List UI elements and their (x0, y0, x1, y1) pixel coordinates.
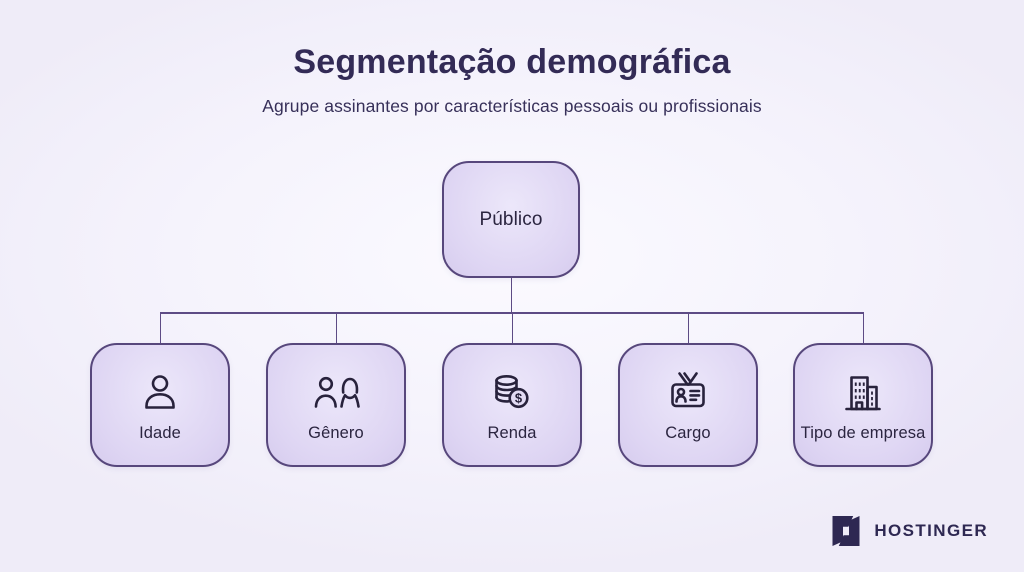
page-subtitle: Agrupe assinantes por características pe… (262, 96, 762, 117)
node-cargo: Cargo (618, 343, 758, 467)
coins-dollar-icon: $ (488, 371, 536, 415)
connector-stub-renda (511, 312, 513, 343)
gender-people-icon (312, 371, 360, 415)
page-title: Segmentação demográfica (293, 43, 731, 81)
node-renda-label: Renda (487, 424, 537, 442)
node-idade-label: Idade (139, 424, 181, 442)
node-publico: Público (442, 161, 580, 278)
node-renda: $ Renda (442, 343, 582, 467)
node-genero-label: Gênero (308, 424, 364, 442)
node-publico-label: Público (479, 208, 543, 230)
header: Segmentação demográfica Agrupe assinante… (0, 0, 1024, 117)
node-tipo-empresa: Tipo de empresa (793, 343, 933, 467)
svg-text:$: $ (515, 391, 523, 406)
node-idade: Idade (90, 343, 230, 467)
node-cargo-label: Cargo (665, 424, 711, 442)
node-genero: Gênero (266, 343, 406, 467)
connector-stub-cargo (687, 312, 689, 343)
hostinger-h-icon (828, 513, 864, 549)
hostinger-logo-text: HOSTINGER (874, 521, 988, 540)
hostinger-logo: HOSTINGER (828, 513, 988, 549)
connector-root-stem (510, 278, 512, 312)
person-icon (136, 371, 184, 415)
connector-stub-genero (335, 312, 337, 343)
node-tipo-empresa-label: Tipo de empresa (800, 424, 926, 442)
connector-stub-idade (159, 312, 161, 343)
building-icon (839, 371, 887, 415)
connector-stub-tipo-empresa (862, 312, 864, 343)
id-badge-icon (664, 371, 712, 415)
